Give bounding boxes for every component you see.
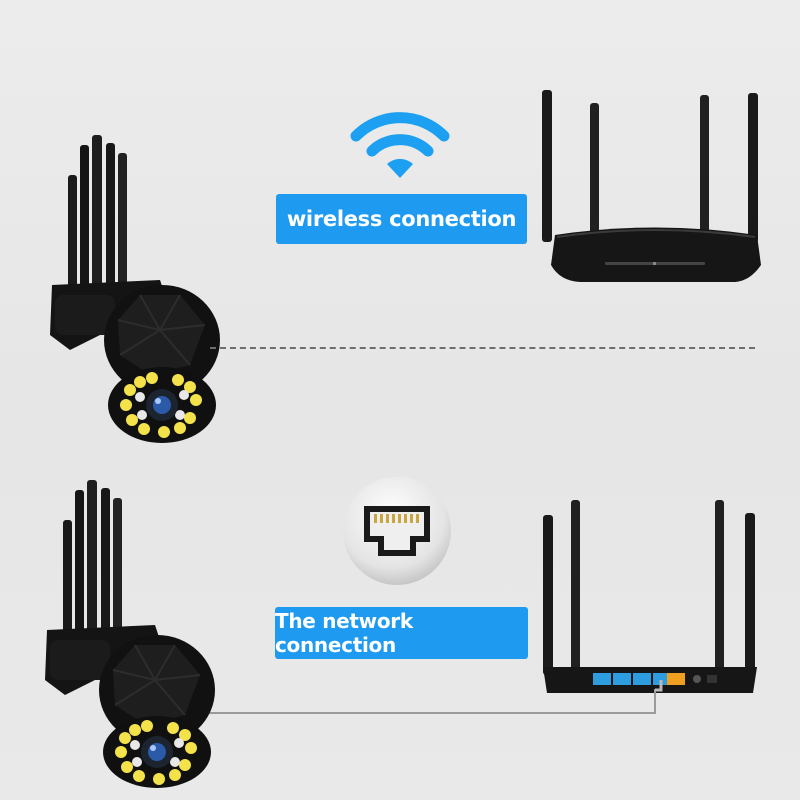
ptz-camera-top-image <box>50 135 220 443</box>
network-connection-label: The network connection <box>275 607 528 659</box>
ptz-camera-bottom-image <box>45 480 215 788</box>
section-divider <box>210 347 755 349</box>
wireless-connection-label: wireless connection <box>276 194 527 244</box>
wifi-icon <box>350 112 450 178</box>
wireless-router-image <box>542 90 761 282</box>
ethernet-port-icon <box>343 477 451 585</box>
wired-router-image <box>543 500 757 693</box>
